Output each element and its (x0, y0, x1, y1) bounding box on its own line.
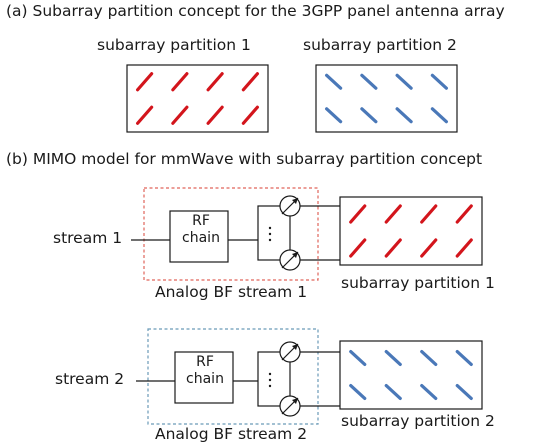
b2-antenna-element (455, 350, 473, 366)
rf-chain-2-line2: chain (186, 371, 224, 387)
panel-b-partition-2-elements (349, 350, 473, 400)
phase-shifter-bus-1 (257, 205, 291, 261)
b1-antenna-element (455, 238, 473, 258)
analog-bf-box-2 (147, 328, 319, 425)
analog-bf-1-label: Analog BF stream 1 (155, 283, 308, 301)
phase-shifter-1b (279, 249, 301, 271)
panel-b-partition-1-elements (349, 204, 473, 258)
panel-a-partition-1-elements (136, 72, 259, 125)
a1-antenna-element (171, 72, 189, 92)
panel-a-partition-2 (315, 64, 458, 133)
analog-bf-box-1 (143, 187, 319, 281)
b1-antenna-element (349, 238, 367, 258)
a1-antenna-element (241, 72, 259, 92)
b2-antenna-element (384, 350, 402, 366)
a1-antenna-element (136, 105, 154, 125)
phase-shifter-1a (279, 195, 301, 217)
partition-2-title: subarray partition 2 (303, 36, 457, 54)
a2-antenna-element (395, 107, 413, 124)
a1-antenna-element (171, 105, 189, 125)
a1-antenna-element (206, 72, 224, 92)
stream-2-label: stream 2 (55, 370, 125, 388)
partition-1-chain-label: subarray partition 1 (341, 274, 495, 292)
a2-antenna-element (395, 73, 413, 90)
b2-antenna-element (349, 384, 367, 400)
stream-1-label: stream 1 (53, 229, 123, 247)
panel-a-partition-2-elements (325, 73, 448, 124)
rf-chain-1-box (169, 210, 229, 263)
a2-antenna-element (360, 73, 378, 90)
b1-antenna-element (384, 238, 402, 258)
a1-antenna-element (206, 105, 224, 125)
b2-antenna-element (455, 384, 473, 400)
phase-shifter-2b (279, 395, 301, 417)
rf-chain-2-box (174, 351, 234, 404)
a1-antenna-element (241, 105, 259, 125)
b1-antenna-element (384, 204, 402, 224)
b2-antenna-element (420, 350, 438, 366)
a2-antenna-element (325, 73, 343, 90)
analog-bf-2-label: Analog BF stream 2 (155, 425, 308, 443)
phase-shifter-2a (279, 341, 301, 363)
rf-chain-1-label: RF chain (171, 213, 231, 247)
partition-1-title: subarray partition 1 (97, 36, 251, 54)
panel-b-partition-1 (339, 196, 483, 266)
b1-antenna-element (349, 204, 367, 224)
partition-2-chain-label: subarray partition 2 (341, 412, 495, 430)
phase-shifter-bus-2 (257, 351, 291, 407)
rf-chain-2-label: RF chain (175, 354, 235, 388)
rf-chain-1-line1: RF (192, 213, 210, 229)
b1-antenna-element (455, 204, 473, 224)
rf-chain-1-line2: chain (182, 230, 220, 246)
b2-antenna-element (384, 384, 402, 400)
a2-antenna-element (430, 73, 448, 90)
b1-antenna-element (420, 238, 438, 258)
caption-b: (b) MIMO model for mmWave with subarray … (6, 150, 483, 168)
panel-a-partition-1 (126, 64, 269, 133)
a2-antenna-element (430, 107, 448, 124)
caption-a: (a) Subarray partition concept for the 3… (6, 2, 505, 20)
b2-antenna-element (349, 350, 367, 366)
rf-chain-2-line1: RF (196, 354, 214, 370)
a1-antenna-element (136, 72, 154, 92)
panel-b-partition-2 (339, 340, 483, 410)
a2-antenna-element (360, 107, 378, 124)
dots-1 (268, 226, 272, 242)
a2-antenna-element (325, 107, 343, 124)
b2-antenna-element (420, 384, 438, 400)
b1-antenna-element (420, 204, 438, 224)
dots-2 (268, 372, 272, 388)
